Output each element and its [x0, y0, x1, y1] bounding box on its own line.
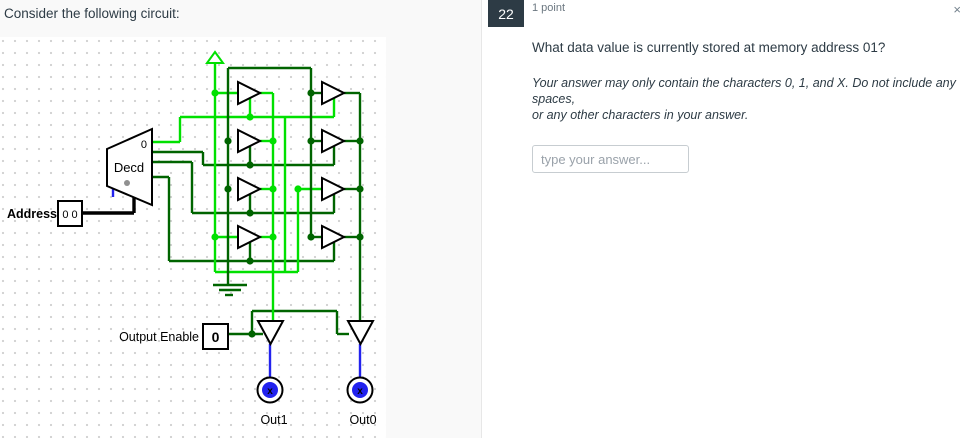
question-text: What data value is currently stored at m…	[532, 40, 886, 55]
question-panel: 22 1 point × What data value is currentl…	[481, 0, 967, 438]
circuit-panel: 0 Decd 0 0 Address 0 Output Enable x Out…	[0, 0, 481, 438]
out1-pin: x Out1	[256, 376, 288, 427]
buffer-row2-bit1	[237, 176, 263, 202]
buffer-row1-bit0	[321, 128, 347, 154]
question-body: What data value is currently stored at m…	[482, 40, 967, 173]
close-icon[interactable]: ×	[953, 2, 961, 17]
memory-buffer-array	[237, 80, 347, 250]
question-number-badge: 22	[488, 0, 524, 27]
decoder-port0-label: 0	[141, 139, 147, 151]
buffer-row0-bit0	[321, 80, 347, 106]
circuit-canvas: 0 Decd 0 0 Address 0 Output Enable x Out…	[0, 37, 386, 438]
page-title: Consider the following circuit:	[4, 6, 180, 21]
address-label: Address	[7, 207, 57, 221]
out0-pin-value: x	[357, 386, 363, 397]
instructions-line-2: or any other characters in your answer.	[532, 108, 749, 122]
question-points: 1 point	[532, 2, 566, 14]
output-enable-pin-value[interactable]: 0	[212, 329, 220, 345]
output-enable-label: Output Enable	[119, 330, 199, 344]
power-symbol	[205, 50, 225, 64]
buffer-row3-bit1	[237, 224, 263, 250]
buffer-row3-bit0	[321, 224, 347, 250]
decoder: 0 Decd	[106, 127, 153, 207]
buffer-row2-bit0	[321, 176, 347, 202]
out1-pin-value: x	[267, 386, 273, 397]
decoder-enable-dot	[124, 180, 130, 186]
answer-input[interactable]	[532, 145, 689, 173]
out0-label: Out0	[349, 413, 376, 427]
output-enable-pin[interactable]: 0	[202, 323, 229, 350]
out1-label: Out1	[260, 413, 287, 427]
output-buffer-out1	[256, 320, 285, 347]
decoder-label: Decd	[114, 160, 144, 175]
buffer-row0-bit1	[237, 80, 263, 106]
wire-junctions	[211, 89, 364, 338]
instructions-line-1: Your answer may only contain the charact…	[532, 76, 956, 106]
question-header: 22 1 point ×	[482, 0, 967, 28]
out0-pin: x Out0	[346, 376, 377, 427]
address-pin[interactable]: 0 0	[57, 200, 83, 227]
address-pin-value[interactable]: 0 0	[62, 209, 77, 221]
output-buffer-out0	[346, 320, 375, 347]
buffer-row1-bit1	[237, 128, 263, 154]
question-instructions: Your answer may only contain the charact…	[532, 75, 967, 123]
